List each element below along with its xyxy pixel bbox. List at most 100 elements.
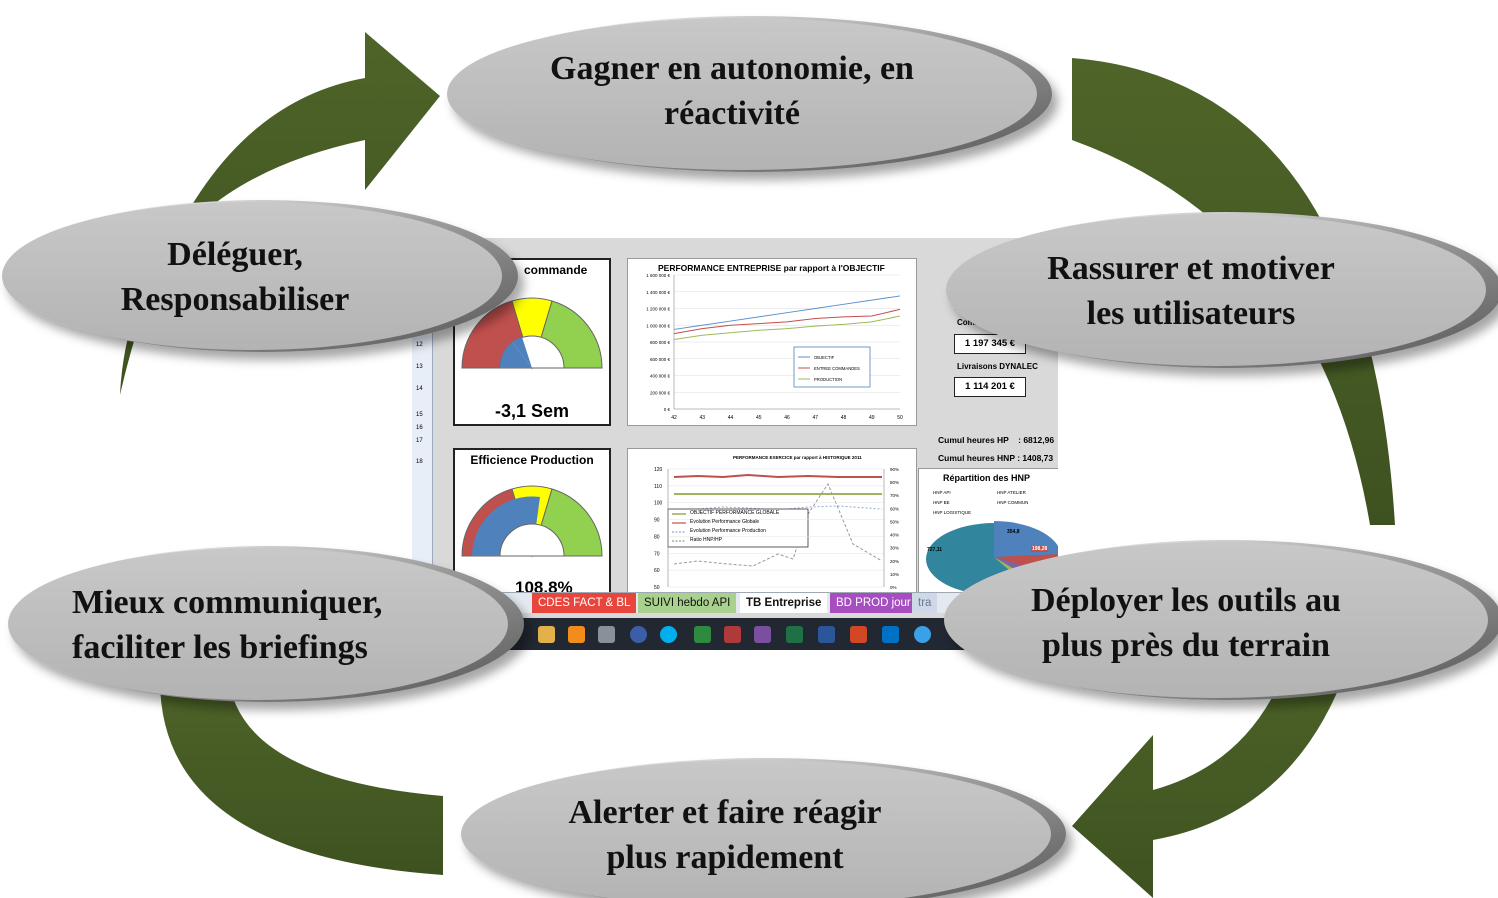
pie-value: 727,11: [927, 547, 943, 553]
gauge-title: Efficience Production: [470, 453, 594, 467]
sheet-tab[interactable]: CDES FACT & BL: [532, 593, 637, 613]
row-number: 18: [416, 459, 423, 465]
cumul-hp: Cumul heures HP : 6812,96: [938, 435, 1055, 445]
y-tick-label: 1 000 000 €: [646, 323, 670, 328]
pie-title: Répartition des HNP: [943, 473, 1031, 483]
step-gagner-label: Gagner en autonomie, en réactivité: [550, 50, 914, 132]
y-tick-label: 90: [654, 518, 660, 524]
legend-label: ENTREE COMMANDES: [814, 366, 860, 371]
row-number: 17: [416, 438, 423, 444]
x-tick-label: 44: [728, 415, 734, 421]
y2-tick-label: 30%: [890, 546, 899, 551]
oval-rassurer: [946, 212, 1498, 368]
word-icon[interactable]: [818, 626, 835, 643]
y2-tick-label: 80%: [890, 480, 899, 485]
outlook-icon[interactable]: [882, 626, 899, 643]
step-alerter-label: Alerter et faire réagir plus rapidement: [568, 794, 882, 876]
y-tick-label: 800 000 €: [650, 340, 671, 345]
sheet-tab[interactable]: tra: [912, 593, 938, 613]
arrow-right: [1072, 58, 1395, 525]
y-tick-label: 100: [654, 501, 663, 507]
media-player-icon[interactable]: [568, 626, 585, 643]
x-tick-label: 50: [897, 415, 903, 421]
step-deployer-label: Déployer les outils au plus près du terr…: [1030, 582, 1342, 664]
series-line: [673, 315, 901, 340]
y-tick-label: 1 200 000 €: [646, 307, 670, 312]
performance-history-chart: PERFORMANCE EXERCICE par rapport à HISTO…: [627, 448, 917, 600]
label-livraisons: Livraisons DYNALEC: [957, 362, 1038, 371]
performance-chart: PERFORMANCE ENTREPRISE par rapport à l'O…: [627, 258, 917, 426]
step-rassurer-label: Rassurer et motiver les utilisateurs: [1047, 250, 1335, 332]
step-communiquer-label: Mieux communiquer, faciliter les briefin…: [72, 584, 383, 666]
chart-plot: 1 600 000 € 1 400 000 € 1 200 000 € 1 000 0…: [646, 273, 903, 421]
y2-tick-label: 10%: [890, 572, 899, 577]
series-line: [673, 295, 901, 330]
value-commandes: 1 197 345 €: [954, 334, 1026, 354]
label-commandes: Comm: [957, 318, 982, 327]
y2-tick-label: 20%: [890, 559, 899, 564]
series-performance-globale: [673, 473, 882, 479]
y-tick-label: 600 000 €: [650, 357, 671, 362]
y-tick-label: 200 000 €: [650, 390, 671, 395]
y-tick-label: 0 €: [664, 407, 671, 412]
publisher-icon[interactable]: [754, 626, 771, 643]
legend-item: Ratio HNP/HP: [690, 537, 722, 543]
row-number: 13: [416, 364, 423, 370]
y-tick-label: 60: [654, 568, 660, 574]
sheet-tab[interactable]: SUIVI hebdo API: [638, 593, 737, 613]
calculator-icon[interactable]: [598, 626, 615, 643]
series-ratio-hnp-hp: [673, 482, 883, 567]
chart-plot: 120110100908070605090%80%70%60%50%40%30%…: [654, 467, 899, 591]
oval-deployer: [944, 540, 1498, 700]
gauge-panel-bottom: Efficience Production 108.8%: [453, 448, 611, 602]
y2-tick-label: 50%: [890, 519, 899, 524]
sheet-tab[interactable]: BD PROD jour: [830, 593, 917, 613]
gauge-dial: [461, 297, 603, 370]
legend-item: OBJECTIF PERFORMANCE GLOBALE: [690, 510, 780, 516]
arrow-bottom-right: [1072, 640, 1348, 898]
pie-legend-item: HNP BE: [933, 500, 950, 505]
spreadsheet-app-icon[interactable]: [694, 626, 711, 643]
y2-tick-label: 0%: [890, 585, 897, 590]
x-tick-label: 45: [756, 415, 762, 421]
gauge-dial: [461, 485, 603, 558]
value-livraisons: 1 114 201 €: [954, 377, 1026, 397]
row-number: 15: [416, 412, 423, 418]
x-tick-label: 47: [812, 415, 818, 421]
sheet-tabs: CDES FACT & BL SUIVI hebdo API TB Entrep…: [412, 592, 1058, 613]
x-tick-label: 48: [841, 415, 847, 421]
step-deleguer-label: Déléguer, Responsabiliser: [120, 236, 350, 318]
gauge-title: commande: [524, 263, 588, 277]
oval-alerter: [461, 758, 1066, 898]
y-tick-label: 1 600 000 €: [646, 273, 670, 278]
skype-icon[interactable]: [660, 626, 677, 643]
excel-icon[interactable]: [786, 626, 803, 643]
pie-legend-item: HNP LOGISTIQUE: [933, 510, 972, 515]
y2-tick-label: 70%: [890, 493, 899, 498]
shield-icon[interactable]: [630, 626, 647, 643]
gauge-value: -3,1 Sem: [494, 401, 570, 421]
oval-communiquer: [8, 546, 524, 702]
powerpoint-icon[interactable]: [850, 626, 867, 643]
row-number: 16: [416, 425, 423, 431]
pie-value: 198,28: [1031, 546, 1049, 552]
arrow-bottom-left: [160, 672, 443, 875]
legend-item: Evolution Performance Globale: [690, 519, 760, 525]
legend-label: OBJECTIF: [814, 355, 835, 360]
oval-gagner: [447, 16, 1052, 172]
y-tick-label: 1 400 000 €: [646, 290, 670, 295]
y2-tick-label: 40%: [890, 533, 899, 538]
y2-tick-label: 90%: [890, 467, 899, 472]
oval-deleguer: [2, 200, 518, 352]
row-number: 12: [416, 342, 423, 348]
y-tick-label: 400 000 €: [650, 374, 671, 379]
presentation-app-icon[interactable]: [724, 626, 741, 643]
sheet-tab[interactable]: TB Entreprise: [740, 593, 828, 613]
arrow-top-left: [120, 32, 440, 395]
x-tick-label: 42: [671, 415, 677, 421]
chart-title: PERFORMANCE EXERCICE par rapport à HISTO…: [733, 455, 862, 460]
internet-explorer-icon[interactable]: [914, 626, 931, 643]
explorer-icon[interactable]: [538, 626, 555, 643]
